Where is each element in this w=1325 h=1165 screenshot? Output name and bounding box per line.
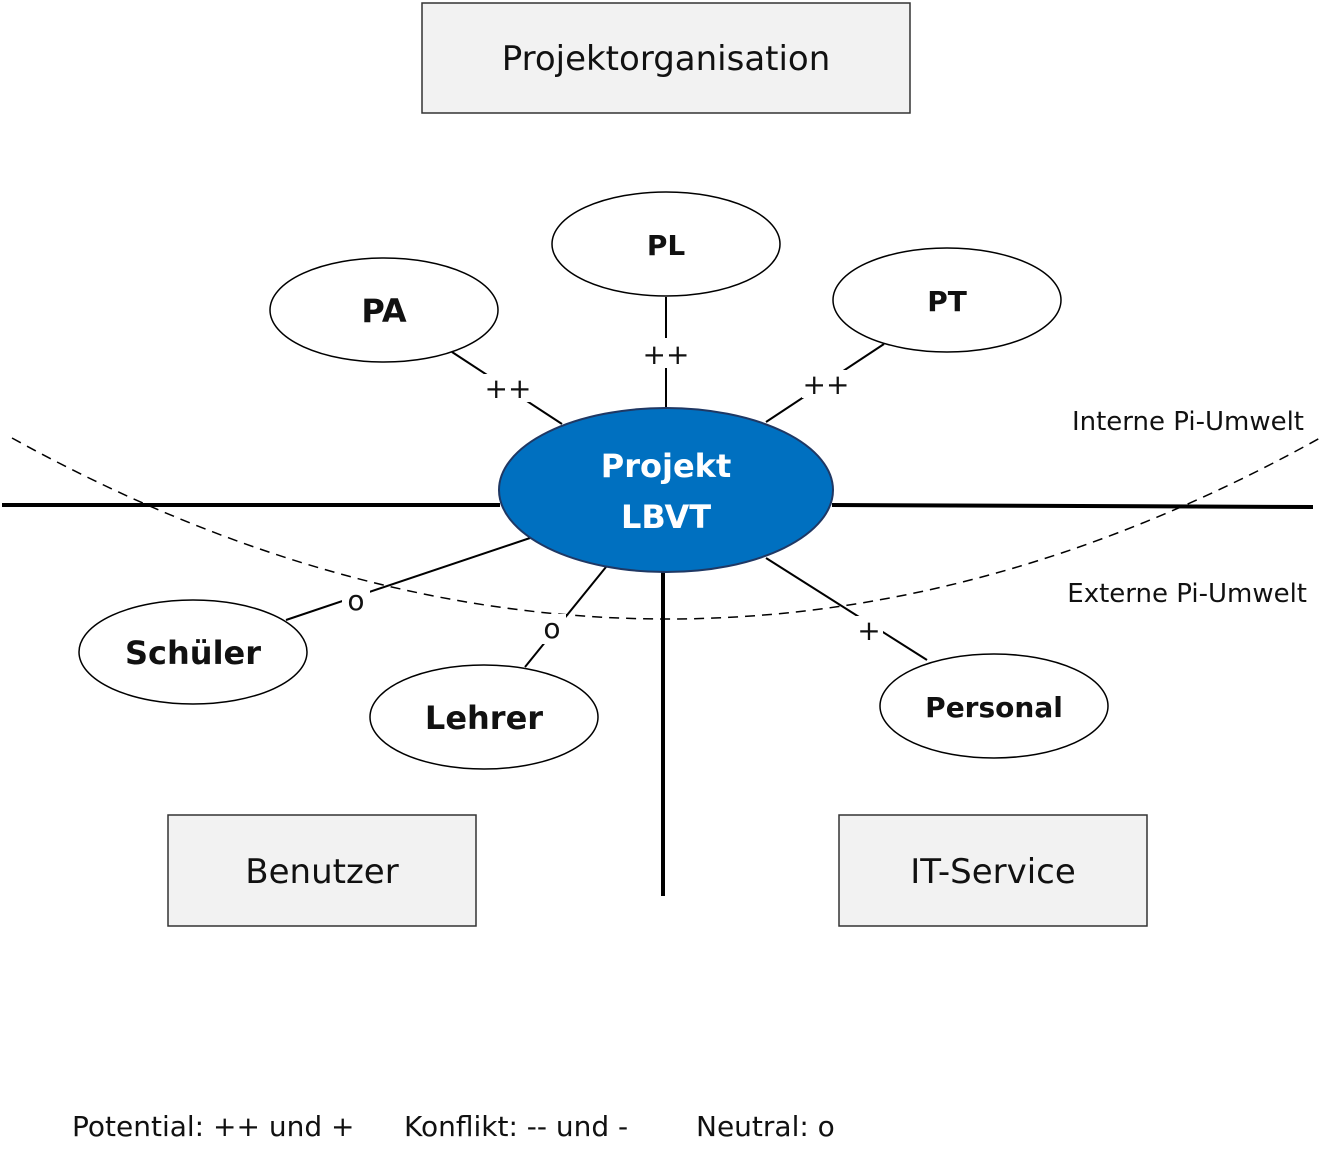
node-pt (832, 247, 1062, 353)
center-project-line1: Projekt (601, 447, 731, 485)
node-pt-label: PT (927, 285, 967, 318)
legend-neutral: Neutral: o (696, 1110, 835, 1143)
edge-label-pa: ++ (485, 372, 532, 405)
node-pl-label: PL (647, 229, 686, 262)
connector-schueler (285, 537, 531, 621)
node-schueler-label: Schüler (125, 634, 261, 672)
node-pa (269, 257, 499, 363)
edge-label-pt: ++ (803, 368, 850, 401)
box-it-service-label: IT-Service (910, 852, 1076, 892)
box-projektorganisation-label: Projektorganisation (502, 39, 831, 79)
environment-boundary-curve (11, 437, 1321, 620)
axis-line-right (831, 503, 1314, 509)
node-personal-label: Personal (925, 691, 1063, 724)
node-lehrer-label: Lehrer (425, 699, 543, 737)
edge-label-personal: + (857, 614, 880, 647)
box-benutzer (167, 814, 477, 927)
edge-label-lehrer: o (543, 612, 560, 645)
node-pl (551, 191, 781, 297)
connector-personal (765, 557, 928, 661)
box-projektorganisation (421, 2, 911, 114)
center-project-node (498, 407, 834, 573)
node-pa-label: PA (361, 292, 407, 330)
node-personal (879, 653, 1109, 759)
edge-label-schueler: o (347, 584, 364, 617)
legend-conflict: Konflikt: -- und - (404, 1110, 628, 1143)
edge-label-pl: ++ (643, 338, 690, 371)
node-schueler (78, 599, 308, 705)
box-benutzer-label: Benutzer (245, 852, 398, 892)
zone-label-internal: Interne Pi-Umwelt (1072, 407, 1304, 437)
box-it-service (838, 814, 1148, 927)
center-project-line2: LBVT (621, 498, 711, 536)
zone-label-external: Externe Pi-Umwelt (1067, 579, 1307, 609)
node-lehrer (369, 664, 599, 770)
legend-potential: Potential: ++ und + (72, 1110, 354, 1143)
